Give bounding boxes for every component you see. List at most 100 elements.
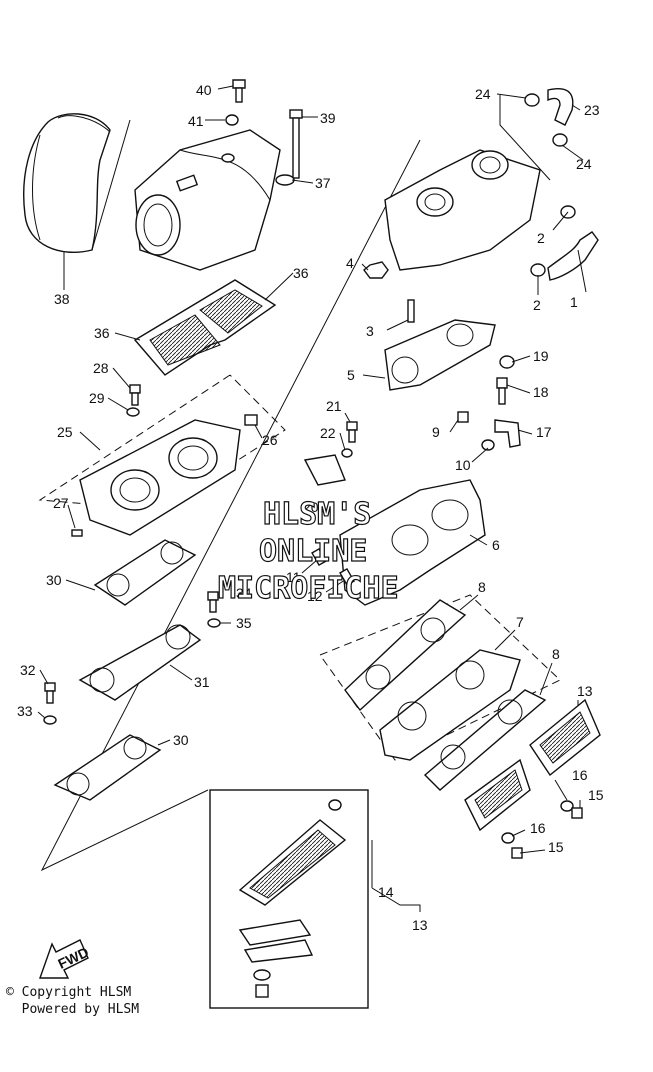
- clamp-24-upper[interactable]: [524, 93, 540, 107]
- part-label: 37: [315, 175, 331, 191]
- fwd-label: FWD: [55, 944, 91, 972]
- cap-19[interactable]: [499, 355, 515, 369]
- part-label: 10: [455, 457, 471, 473]
- bolt-28[interactable]: [129, 384, 141, 406]
- part-label: 3: [366, 323, 374, 339]
- part-label: 30: [46, 572, 62, 588]
- washer-16-upper[interactable]: [560, 800, 574, 812]
- watermark-line-2: ONLINE: [259, 534, 367, 569]
- bolt-9[interactable]: [457, 411, 469, 423]
- watermark-line-3: MICROFICHE: [218, 571, 399, 606]
- bolt-40[interactable]: [232, 79, 246, 103]
- bolt-21[interactable]: [346, 421, 358, 443]
- part-label: 18: [533, 384, 549, 400]
- bracket-20[interactable]: [303, 454, 346, 486]
- hose-1[interactable]: [547, 231, 599, 281]
- forward-arrow-icon: FWD: [39, 939, 91, 979]
- carburetor-base-plate[interactable]: [79, 419, 241, 536]
- part-label: 25: [57, 424, 73, 440]
- part-label: 15: [548, 839, 564, 855]
- part-label: 13: [412, 917, 428, 933]
- hose-23[interactable]: [547, 88, 574, 126]
- washer-16-lower[interactable]: [501, 832, 515, 844]
- part-label: 7: [516, 614, 524, 630]
- part-label: 36: [293, 265, 309, 281]
- carburetor-body[interactable]: [384, 149, 541, 271]
- part-label: 23: [584, 102, 600, 118]
- part-label: 14: [378, 884, 394, 900]
- clamp-2-lower[interactable]: [530, 263, 546, 277]
- part-label: 31: [194, 674, 210, 690]
- flame-arrester-housing[interactable]: [134, 129, 281, 271]
- bolt-32[interactable]: [44, 682, 56, 704]
- part-label: 21: [326, 398, 342, 414]
- washer-10[interactable]: [481, 439, 495, 451]
- part-label: 12: [307, 588, 323, 604]
- part-label: 11: [286, 569, 301, 585]
- bracket-17[interactable]: [494, 419, 521, 448]
- part-label: 39: [320, 110, 336, 126]
- reed-spacer-7[interactable]: [379, 649, 521, 761]
- reed-valve-13-left[interactable]: [464, 758, 531, 832]
- reed-valve-13-right[interactable]: [529, 698, 601, 777]
- copyright-line: © Copyright HLSM: [6, 985, 132, 1000]
- nut-4[interactable]: [363, 261, 389, 279]
- spacer-31[interactable]: [78, 624, 202, 701]
- intake-duct-boot[interactable]: [23, 113, 111, 254]
- part-label: 20: [303, 499, 319, 515]
- part-label: 22: [320, 425, 336, 441]
- part-label: 29: [89, 390, 105, 406]
- washer-22[interactable]: [341, 448, 353, 458]
- part-label: 2: [537, 230, 545, 246]
- bolt-11[interactable]: [311, 547, 327, 567]
- gasket-5[interactable]: [384, 319, 496, 391]
- clamp-24-lower[interactable]: [552, 133, 568, 147]
- stud-3[interactable]: [407, 299, 415, 323]
- part-label: 36: [94, 325, 110, 341]
- washer-33[interactable]: [43, 715, 57, 725]
- part-label: 2: [533, 297, 541, 313]
- assembly-boundary-lines: [38, 95, 561, 872]
- part-label: 13: [577, 683, 593, 699]
- gasket-30-lower[interactable]: [53, 734, 162, 801]
- part-label: 38: [54, 291, 70, 307]
- part-label: 6: [492, 537, 500, 553]
- part-label: 5: [347, 367, 355, 383]
- part-label: 34: [236, 585, 252, 601]
- part-label: 33: [17, 703, 33, 719]
- part-label: 41: [188, 113, 204, 129]
- bolt-39[interactable]: [289, 109, 303, 179]
- bolt-15-upper[interactable]: [571, 807, 583, 819]
- part-label: 16: [530, 820, 546, 836]
- washer-29[interactable]: [126, 407, 140, 417]
- bolt-12[interactable]: [339, 567, 355, 587]
- reed-valve-detail-inset[interactable]: [209, 789, 369, 1009]
- fitting-26[interactable]: [244, 414, 258, 426]
- part-label: 24: [475, 86, 491, 102]
- gasket-30-upper[interactable]: [93, 539, 197, 606]
- part-label: 8: [552, 646, 560, 662]
- bolt-34[interactable]: [207, 591, 219, 613]
- arrester-screen[interactable]: [133, 279, 277, 376]
- pin-27[interactable]: [71, 529, 83, 537]
- washer-37[interactable]: [275, 174, 295, 186]
- part-label: 26: [262, 432, 278, 448]
- gasket-8-lower[interactable]: [423, 689, 547, 791]
- part-label: 9: [432, 424, 440, 440]
- part-label: 40: [196, 82, 212, 98]
- part-label: 1: [570, 294, 578, 310]
- copyright-notice: © Copyright HLSM Powered by HLSM: [6, 984, 139, 1018]
- part-label: 19: [533, 348, 549, 364]
- watermark: HLSM'S ONLINE MICROFICHE: [217, 496, 399, 606]
- part-label: 28: [93, 360, 109, 376]
- o-ring-41[interactable]: [225, 114, 239, 126]
- gasket-8-upper[interactable]: [344, 599, 467, 712]
- part-number-labels: 1 2 2 3 4 5 6 7 8 8 9 10 11 12 13 13 14 …: [17, 82, 604, 933]
- washer-35[interactable]: [207, 618, 221, 628]
- powered-by-line: Powered by HLSM: [21, 1002, 140, 1017]
- fitting-18[interactable]: [496, 377, 508, 405]
- part-label: 32: [20, 662, 36, 678]
- intake-manifold[interactable]: [339, 479, 486, 606]
- part-label: 16: [572, 767, 588, 783]
